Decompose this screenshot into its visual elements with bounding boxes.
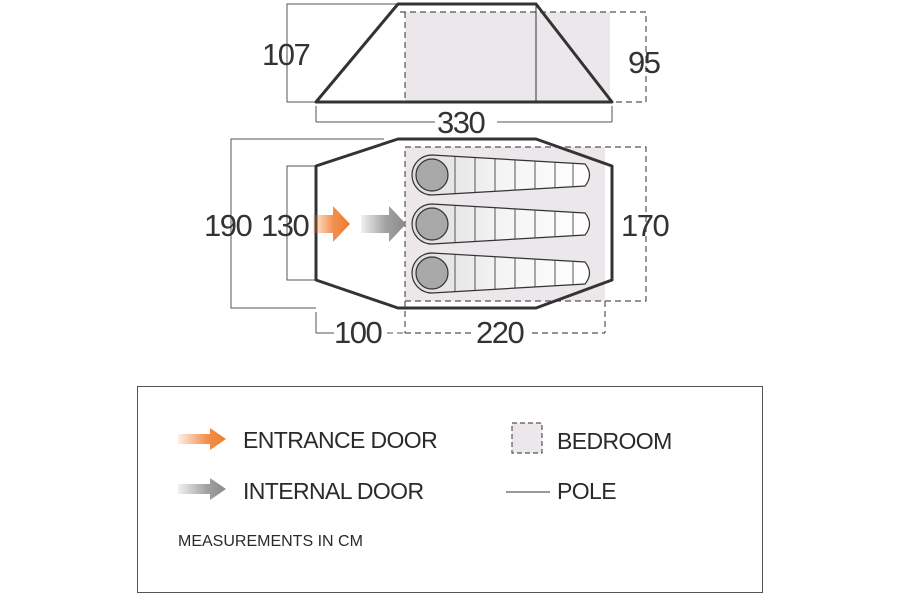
sleeping-bag-icon [411, 203, 591, 245]
sleeping-bag-icon [411, 252, 591, 294]
dimension-width-outer: 190 [204, 208, 252, 243]
line-icon [506, 491, 550, 493]
legend-entrance-door: ENTRANCE DOOR [243, 427, 438, 453]
tent-plan-outline [314, 137, 614, 310]
orange-arrow-icon [178, 428, 226, 450]
measurements-note: MEASUREMENTS IN CM [178, 533, 363, 550]
tent-elevation-outline [314, 2, 614, 104]
legend-bedroom: BEDROOM [557, 428, 672, 454]
dimension-height-outer: 107 [262, 37, 309, 72]
plan-view [230, 106, 647, 334]
internal-door-arrow-icon [361, 206, 406, 242]
height-outer-bracket [286, 3, 398, 103]
dimension-length-bedroom: 220 [476, 315, 524, 350]
dimension-length-total: 330 [437, 105, 485, 140]
entrance-door-arrow-icon [313, 206, 350, 242]
legend-internal-door: INTERNAL DOOR [243, 478, 424, 504]
legend-pole: POLE [557, 478, 617, 504]
side-elevation [286, 2, 647, 104]
bedroom-elevation [405, 12, 610, 102]
dashed-square-icon [511, 422, 543, 454]
dimension-length-porch: 100 [334, 315, 382, 350]
sleeping-bag-icon [411, 154, 591, 196]
tent-floorplan-diagram: 107 95 330 190 130 170 100 220 [204, 2, 671, 350]
dimension-height-inner: 95 [628, 45, 660, 80]
grey-arrow-icon [178, 478, 226, 500]
height-inner-bracket [400, 11, 647, 103]
dimension-width-door: 130 [261, 208, 309, 243]
legend-box: ENTRANCE DOOR INTERNAL DOOR BEDROOM POLE… [137, 386, 763, 593]
dimension-width-bedroom: 170 [621, 208, 669, 243]
